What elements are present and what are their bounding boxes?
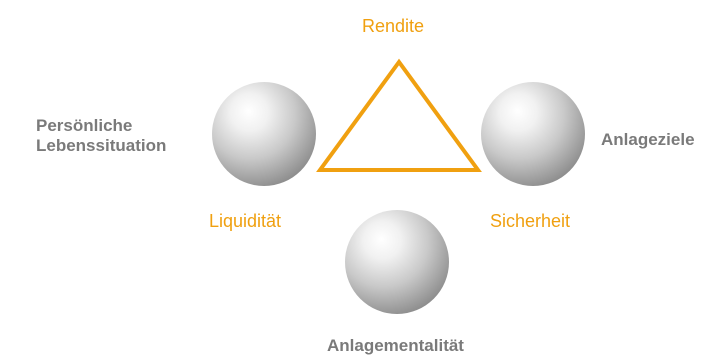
sphere-left (212, 82, 316, 186)
label-sicherheit: Sicherheit (490, 211, 571, 231)
triangle-outline (316, 58, 482, 172)
label-line-1: Persönliche (36, 116, 133, 135)
label-anlagementalitaet: Anlagementalität (327, 336, 464, 355)
label-persoenliche-lebenssituation: Persönliche Lebenssituation (36, 116, 236, 157)
label-line-2: Lebenssituation (36, 136, 167, 156)
sphere-right (481, 82, 585, 186)
label-anlageziele: Anlageziele (601, 130, 695, 149)
label-liquiditaet: Liquidität (209, 211, 282, 231)
label-rendite: Rendite (362, 16, 425, 36)
sphere-bottom (345, 210, 449, 314)
